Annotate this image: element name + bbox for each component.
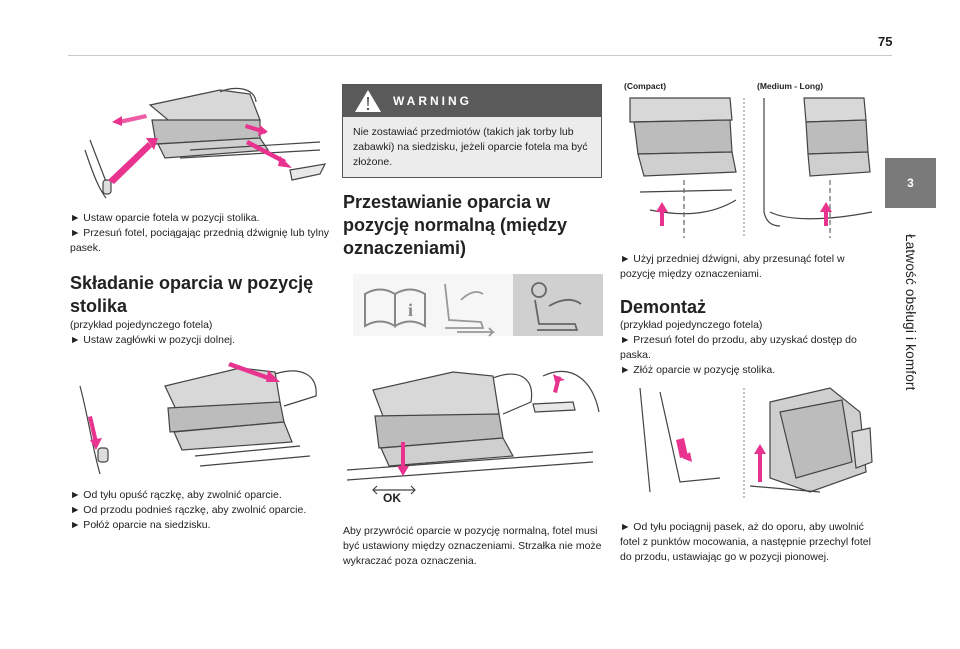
instructions-lever: ► Użyj przedniej dźwigni, aby przesunąć … xyxy=(620,253,845,280)
page-number: 75 xyxy=(878,34,893,49)
warning-text: Nie zostawiać przedmiotów (takich jak to… xyxy=(353,126,588,168)
chapter-title: Łatwość obsługi i komfort xyxy=(885,214,936,410)
instruction-step: ► Złóż oparcie w pozycję stolika. xyxy=(620,364,776,376)
instructions-block-2: (przykład pojedynczego fotela) ► Ustaw z… xyxy=(70,318,332,348)
seat-normal-position-figure: OK xyxy=(346,370,600,502)
section-heading-normal-position: Przestawianie oparcia w pozycję normalną… xyxy=(343,192,568,258)
manual-book-icon: i xyxy=(364,288,426,328)
instruction-note: (przykład pojedynczego fotela) xyxy=(620,319,763,331)
warning-box: WARNING Nie zostawiać przedmiotów (takic… xyxy=(342,84,602,178)
section-heading-folding: Składanie oparcia w pozycję stolika xyxy=(70,273,314,316)
figure-label-compact: (Compact) xyxy=(624,81,667,91)
svg-text:i: i xyxy=(408,300,413,320)
ok-marker-label: OK xyxy=(383,491,401,502)
instruction-step: ► Ustaw zagłówki w pozycji dolnej. xyxy=(70,334,236,346)
chapter-tab[interactable]: 3 xyxy=(885,158,936,208)
pictogram-strip: i xyxy=(353,270,603,340)
instructions-removal-strap: ► Od tyłu pociągnij pasek, aż do oporu, … xyxy=(620,521,871,563)
instruction-step: ► Ustaw oparcie fotela w pozycji stolika… xyxy=(70,212,260,224)
seat-table-position-figure xyxy=(84,87,327,199)
seat-backrest-release-figure xyxy=(79,362,317,475)
seat-removal-figure xyxy=(639,387,873,500)
instruction-step: ► Przesuń fotel, pociągając przednią dźw… xyxy=(70,227,330,254)
instruction-step: ► Od przodu podnieś rączkę, aby zwolnić … xyxy=(70,504,307,516)
top-rule xyxy=(68,55,892,56)
warning-header: WARNING xyxy=(343,85,601,117)
chapter-title-label: Łatwość obsługi i komfort xyxy=(903,233,918,391)
pictogram-figure: i xyxy=(353,274,603,337)
instruction-step: ► Przesuń fotel do przodu, aby uzyskać d… xyxy=(620,334,857,361)
warning-title: WARNING xyxy=(393,94,472,108)
warning-triangle-icon xyxy=(355,90,381,112)
seat-pictogram-icon xyxy=(444,283,496,337)
figure-label-medium-long: (Medium - Long) xyxy=(757,81,824,91)
section-heading-removal: Demontaż xyxy=(620,297,707,317)
instructions-block-1: ► Ustaw oparcie fotela w pozycji stolika… xyxy=(70,211,332,256)
instruction-note: (przykład pojedynczego fotela) xyxy=(70,319,213,331)
instructions-block-3: ► Od tyłu opuść rączkę, aby zwolnić opar… xyxy=(70,488,332,533)
instruction-step: ► Połóż oparcie na siedzisku. xyxy=(70,519,211,531)
instruction-step: ► Od tyłu opuść rączkę, aby zwolnić opar… xyxy=(70,489,282,501)
seat-adjust-icon xyxy=(531,282,582,331)
instructions-removal: (przykład pojedynczego fotela) ► Przesuń… xyxy=(620,318,876,378)
seat-lever-position-figure xyxy=(629,97,873,238)
instructions-normal-position: Aby przywrócić oparcie w pozycję normaln… xyxy=(343,525,602,567)
